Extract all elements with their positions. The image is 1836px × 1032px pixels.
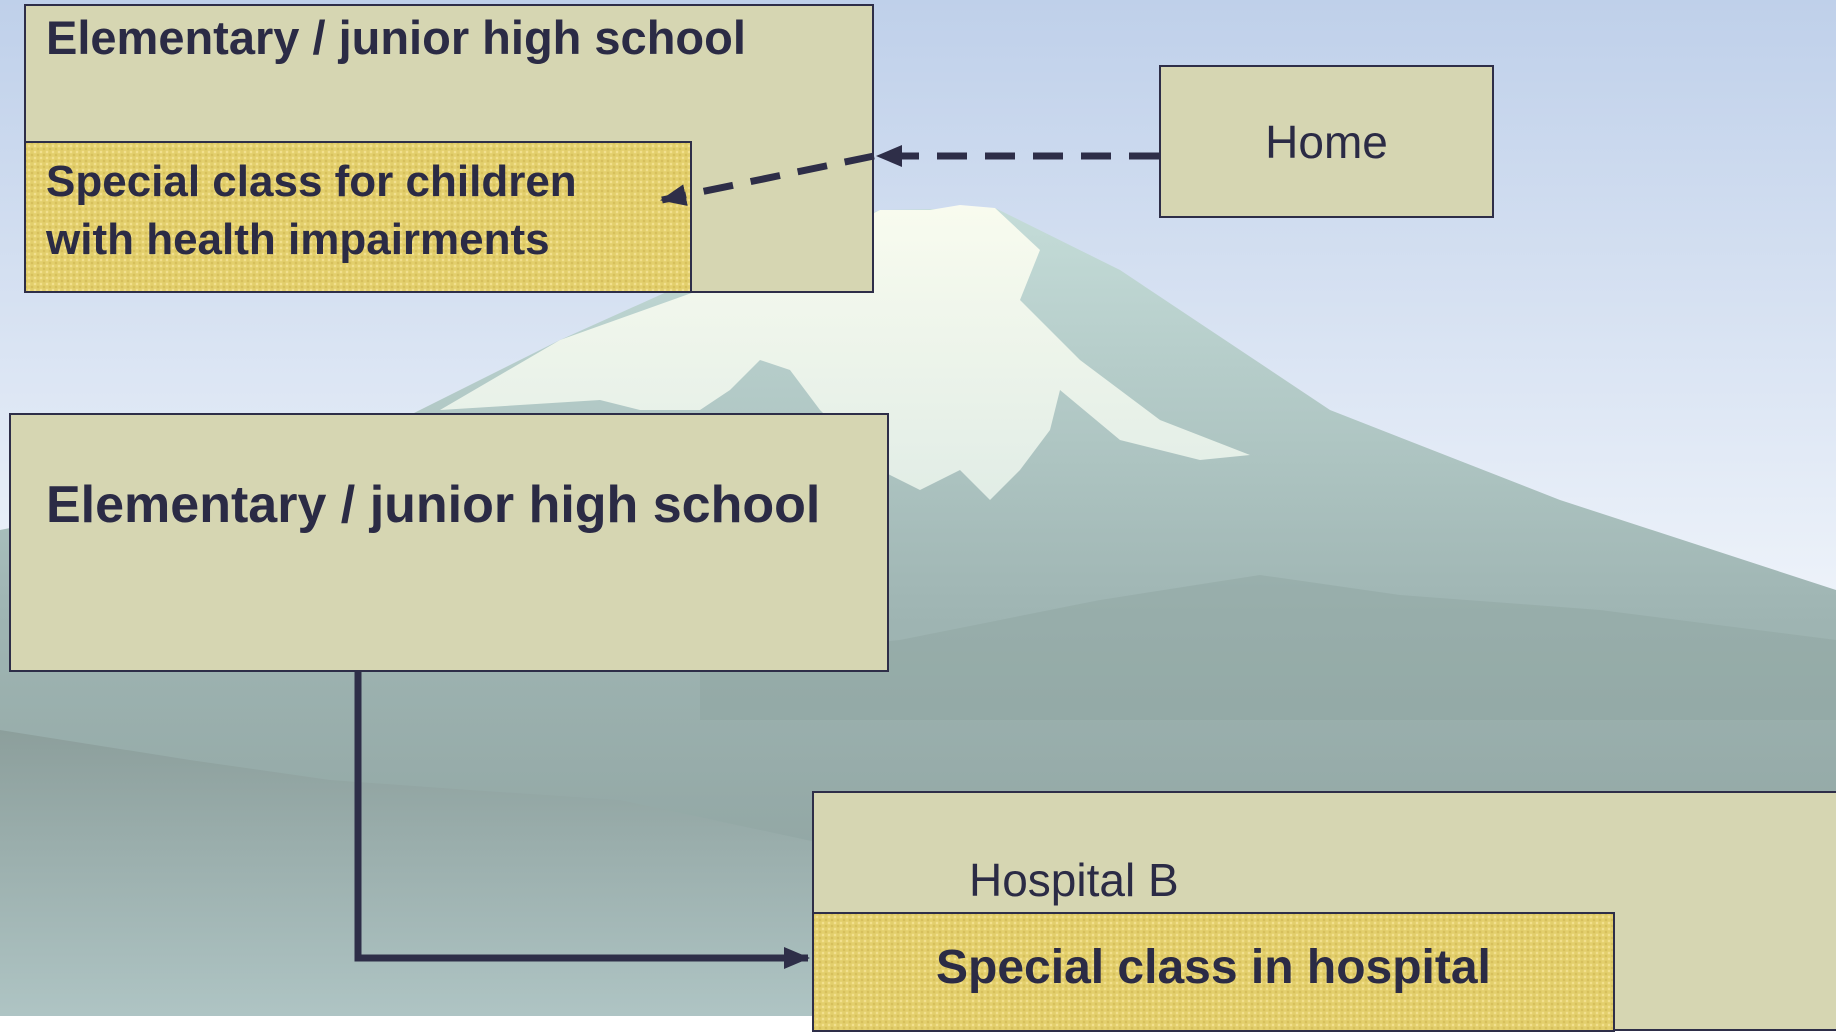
school-middle-label: Elementary / junior high school — [46, 476, 821, 534]
special-class-hospital-label: Special class in hospital — [936, 941, 1491, 994]
school-middle-box: Elementary / junior high school — [9, 413, 889, 672]
special-class-health-line2: with health impairments — [46, 215, 550, 264]
school-top-label: Elementary / junior high school — [46, 11, 746, 64]
special-class-hospital-box: Special class in hospital — [812, 912, 1615, 1032]
home-label: Home — [1265, 116, 1388, 168]
special-class-health-box: Special class for children with health i… — [24, 141, 692, 293]
special-class-health-line1: Special class for children — [46, 157, 577, 206]
hospital-label: Hospital B — [969, 854, 1179, 906]
home-box: Home — [1159, 65, 1494, 218]
